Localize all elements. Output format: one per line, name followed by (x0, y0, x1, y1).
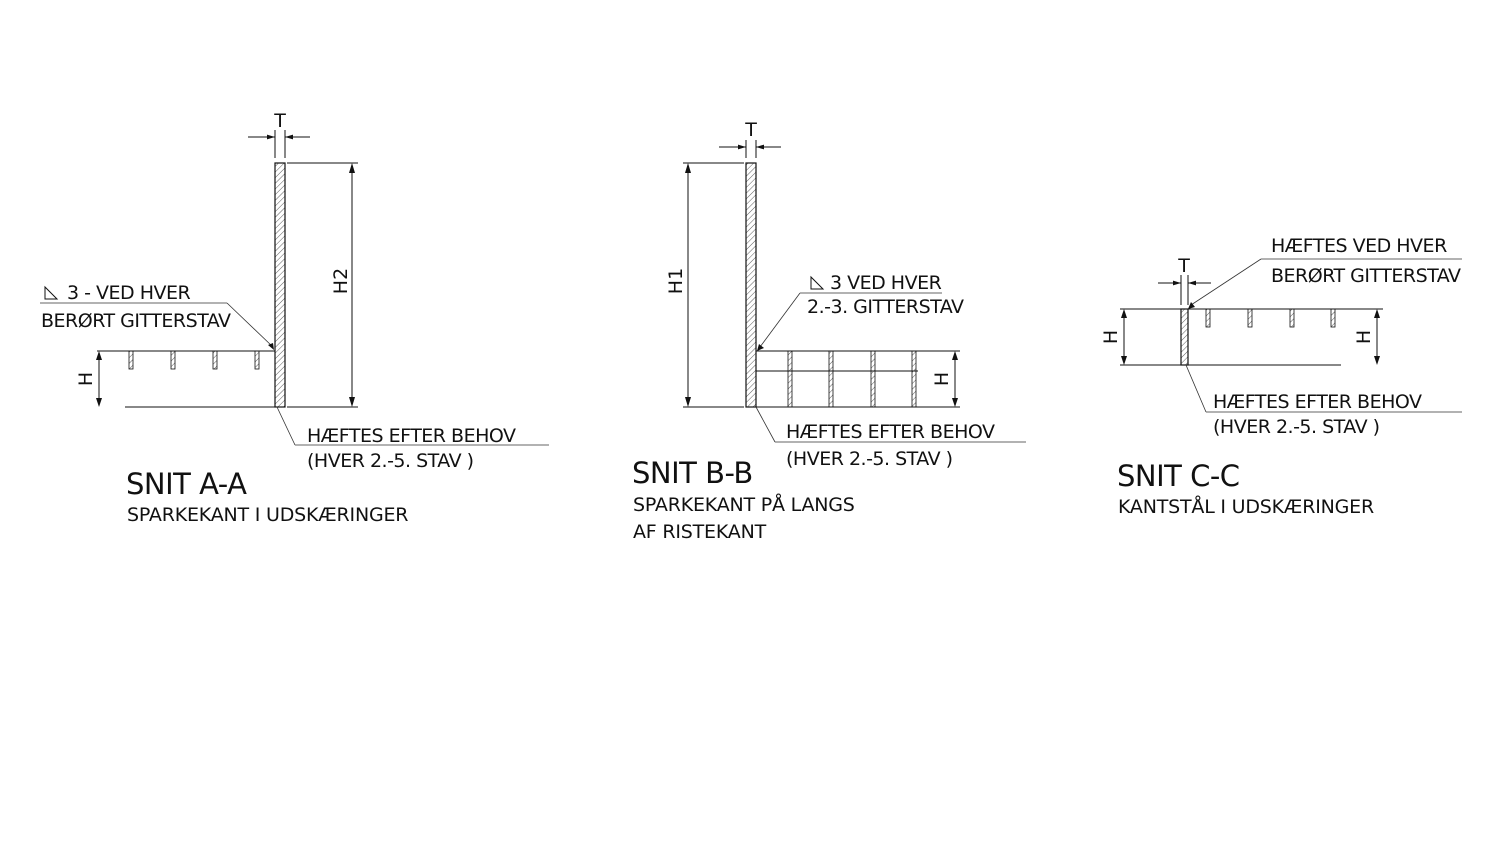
dim-height-left-c: H (1100, 330, 1122, 344)
tack-note-a-line2: (HVER 2.-5. STAV ) (307, 450, 474, 472)
weld-note-a-line2: BERØRT GITTERSTAV (41, 310, 231, 332)
dim-thickness-c: T (1177, 255, 1190, 277)
dim-height-plate-b: H1 (665, 268, 687, 294)
section-title-c: SNIT C-C (1117, 459, 1240, 493)
section-subtitle-b-line2: AF RISTEKANT (633, 521, 767, 543)
tack-note-c-line2: (HVER 2.-5. STAV ) (1213, 416, 1380, 438)
section-title-a: SNIT A-A (126, 467, 247, 501)
section-b: T H1 H 3 VED HVER 2.-3. GITTERSTAV HÆFTE… (632, 119, 1026, 543)
dim-height-plate-a: H2 (330, 268, 352, 294)
dim-height-right-c: H (1353, 330, 1375, 344)
weld-note-c-line2: BERØRT GITTERSTAV (1271, 265, 1461, 287)
weld-note-c-line1: HÆFTES VED HVER (1271, 235, 1447, 257)
dim-height-grating-b: H (931, 372, 953, 386)
kickplate-a (274, 162, 286, 408)
dim-thickness-a: T (273, 110, 286, 132)
dim-thickness-b: T (744, 119, 757, 141)
weld-note-a-line1: 3 - VED HVER (67, 282, 190, 304)
tack-note-b-line2: (HVER 2.-5. STAV ) (786, 448, 953, 470)
section-a: T H2 H 3 - VED HVER BERØRT GITTERSTAV HÆ… (40, 110, 549, 526)
section-subtitle-b-line1: SPARKEKANT PÅ LANGS (633, 493, 855, 516)
weld-note-b-line2: 2.-3. GITTERSTAV (807, 296, 964, 318)
tack-note-b-line1: HÆFTES EFTER BEHOV (786, 421, 995, 443)
edge-steel-c (1180, 308, 1189, 366)
section-title-b: SNIT B-B (632, 456, 753, 490)
kickplate-b (745, 162, 757, 408)
section-subtitle-a: SPARKEKANT I UDSKÆRINGER (127, 504, 408, 526)
weld-note-b-line1: 3 VED HVER (830, 272, 942, 294)
section-c: T H H HÆFTES VED HVER BERØRT GITTERSTAV … (1100, 235, 1462, 518)
tack-note-a-line1: HÆFTES EFTER BEHOV (307, 425, 516, 447)
section-subtitle-c: KANTSTÅL I UDSKÆRINGER (1118, 495, 1374, 518)
tack-note-c-line1: HÆFTES EFTER BEHOV (1213, 391, 1422, 413)
dim-height-grating-a: H (75, 372, 97, 386)
